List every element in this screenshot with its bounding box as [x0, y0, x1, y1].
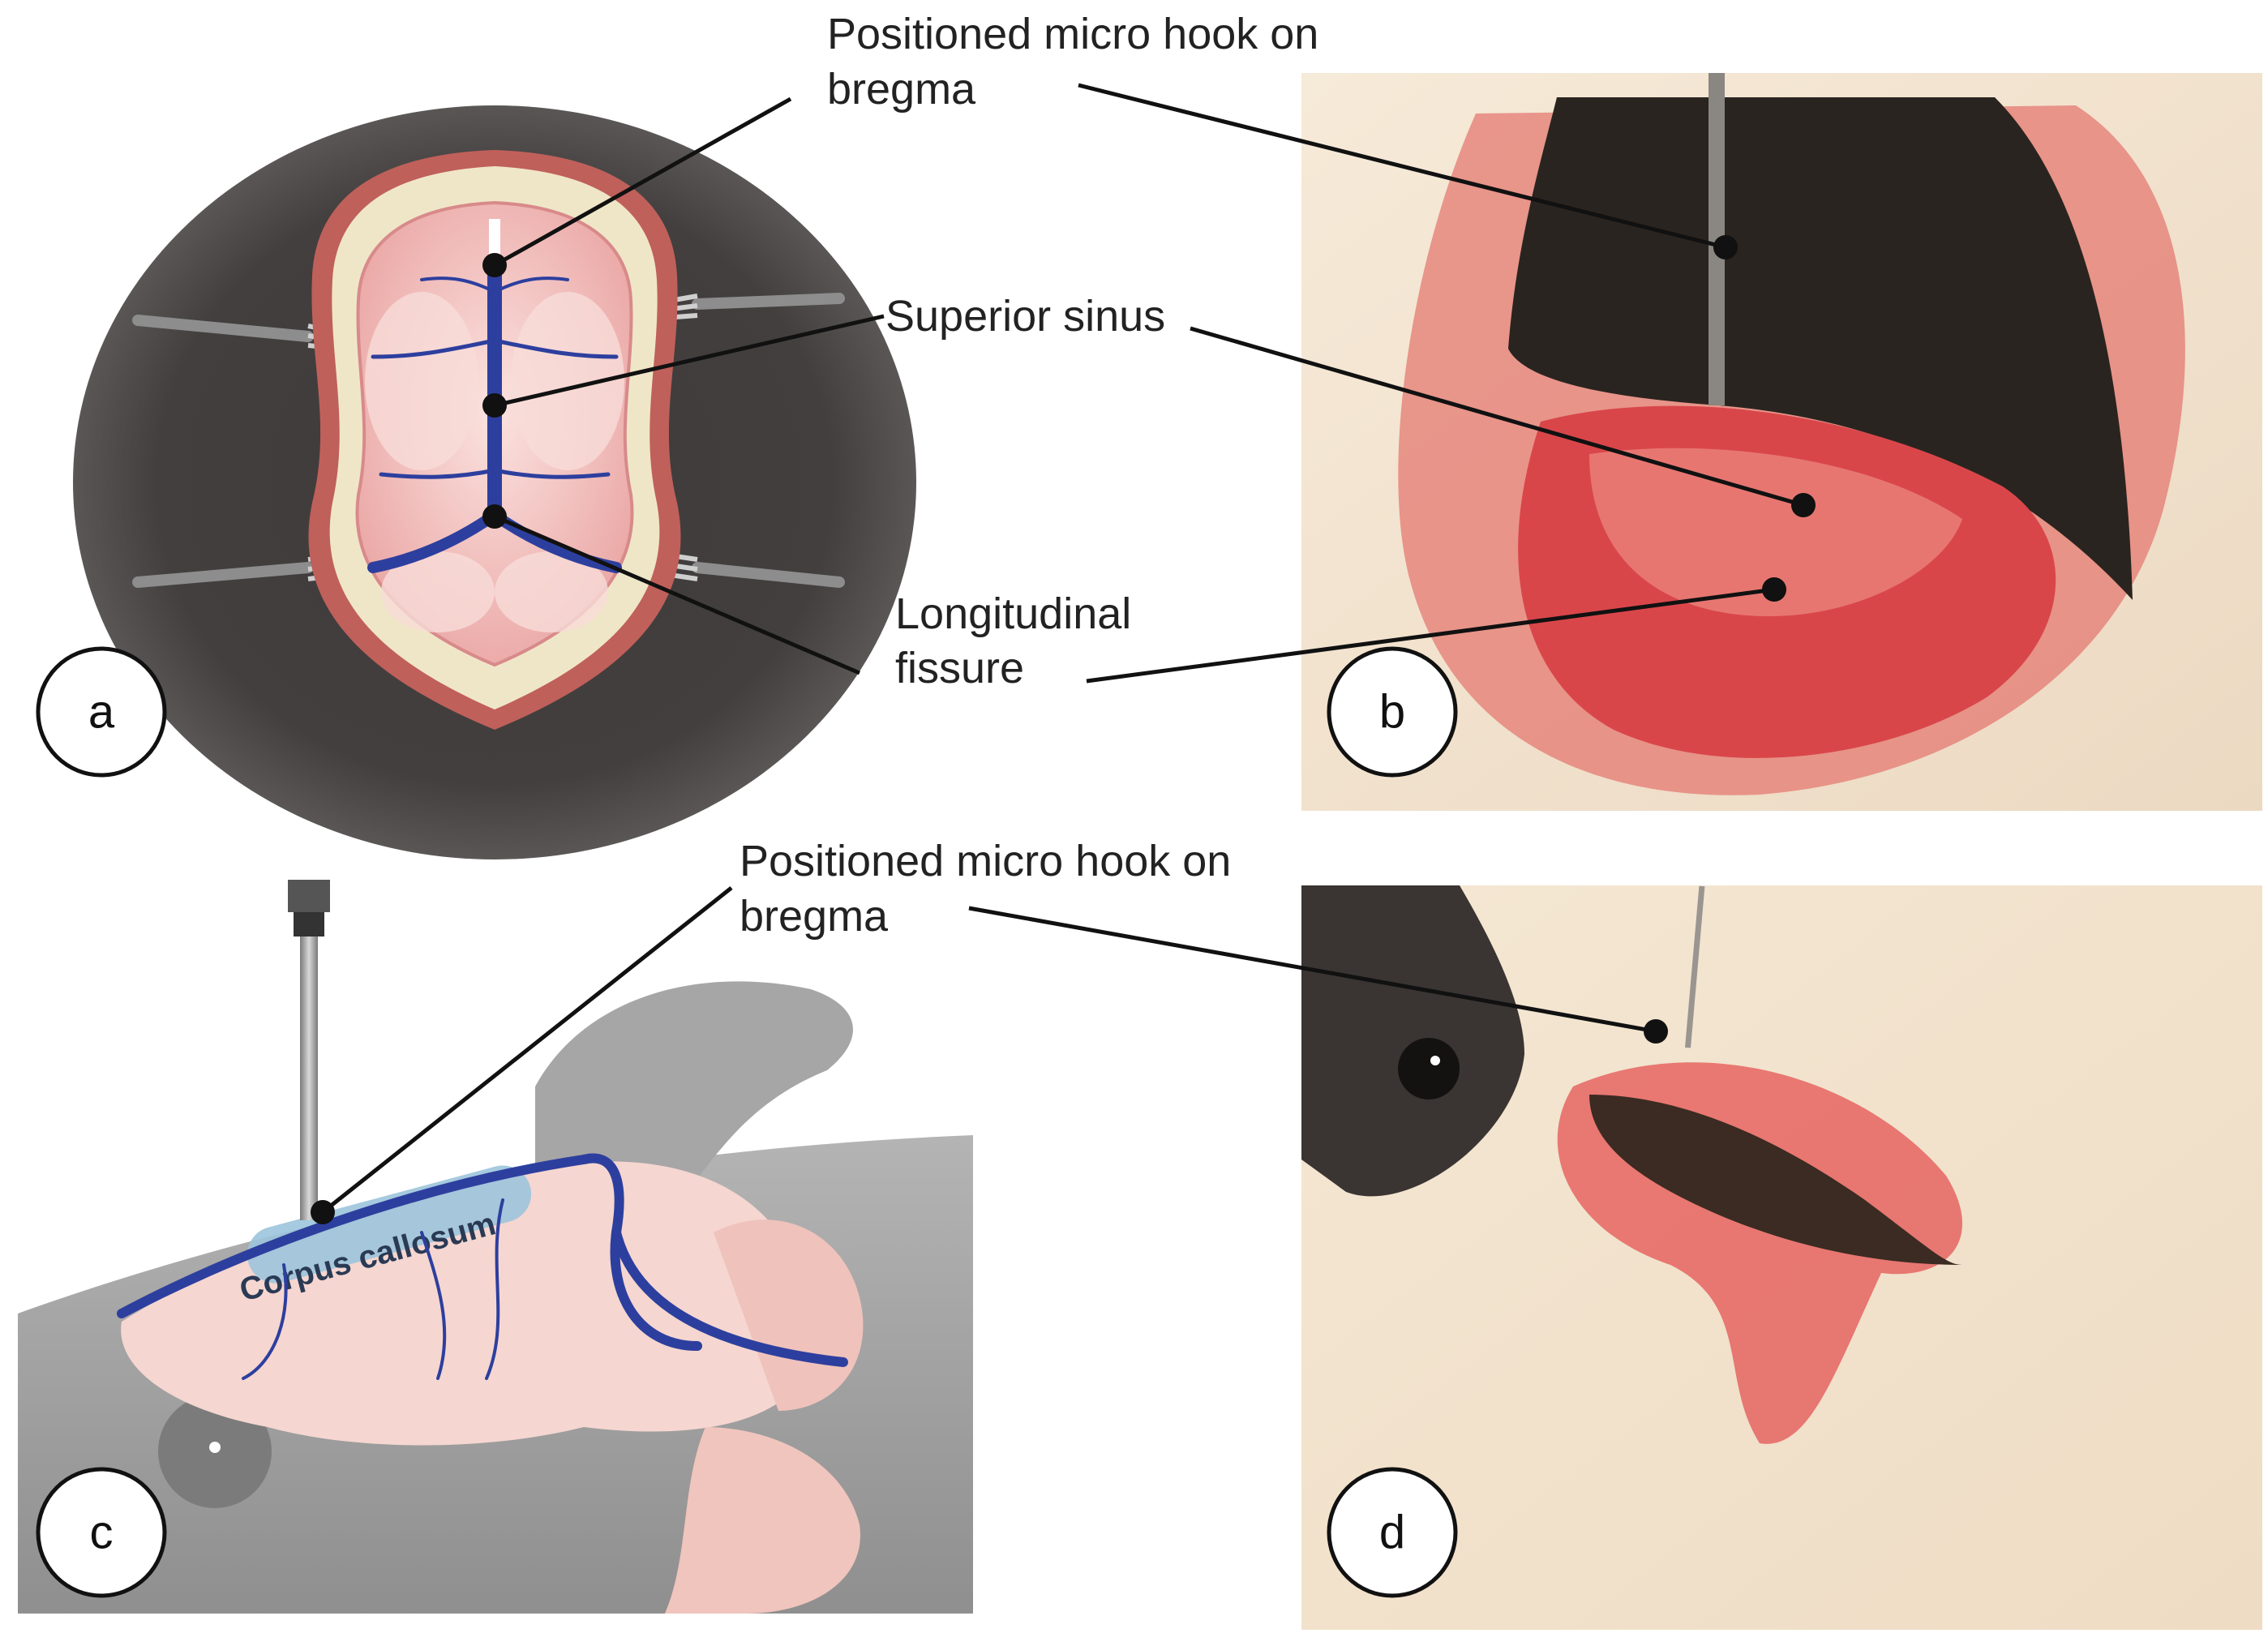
left-cerebellum-patch	[381, 551, 495, 632]
left-hemisphere-patch	[365, 292, 478, 470]
corpus-callosum-region	[247, 1165, 532, 1284]
panel-letter-b: b	[1379, 686, 1405, 739]
panel-d-photo	[1301, 885, 2262, 1630]
forceps-icon	[132, 293, 845, 588]
fur-strip-d	[1589, 1095, 1962, 1265]
panel-letter-d: d	[1379, 1507, 1405, 1559]
label-superior-sinus: Superior sinus	[885, 292, 1165, 341]
label-longitudinal-line1: Longitudinal	[895, 589, 1131, 638]
skull-highlight-b	[1589, 448, 1962, 616]
mouse-eye-glint-d	[1430, 1056, 1440, 1065]
mouse-eye-glint	[209, 1442, 221, 1453]
right-cerebellum-patch	[495, 551, 608, 632]
label-micro-hook-top-line1: Positioned micro hook on	[827, 10, 1318, 58]
mouse-eye-d	[1398, 1038, 1460, 1099]
panel-badge-b: b	[1327, 646, 1458, 778]
panel-badge-a: a	[36, 646, 167, 778]
snout-tissue	[665, 1427, 860, 1614]
panel-letter-c: c	[90, 1507, 114, 1559]
right-hemisphere-patch	[511, 292, 624, 470]
label-micro-hook-bottom-line2: bregma	[740, 892, 889, 941]
panel-badge-d: d	[1327, 1467, 1458, 1598]
label-micro-hook-top-line2: bregma	[827, 65, 976, 114]
panel-a-illustration	[73, 105, 916, 859]
panel-b-photo	[1301, 73, 2262, 811]
stereotaxic-probe-icon	[288, 880, 330, 1220]
cerebral-veins-side	[117, 1153, 848, 1380]
panel-c-illustration: Corpus callosum	[18, 880, 973, 1614]
panel-badge-c: c	[36, 1467, 167, 1598]
panel-letter-a: a	[88, 686, 115, 739]
micro-hook-d	[1685, 885, 1705, 1048]
label-micro-hook-bottom-line1: Positioned micro hook on	[740, 837, 1231, 885]
brain-side-view	[121, 1161, 828, 1446]
mouse-ear	[535, 981, 854, 1200]
label-longitudinal-line2: fissure	[895, 644, 1024, 692]
leader-lines	[321, 83, 1804, 1214]
mouse-head-dark-d	[1301, 885, 1524, 1197]
